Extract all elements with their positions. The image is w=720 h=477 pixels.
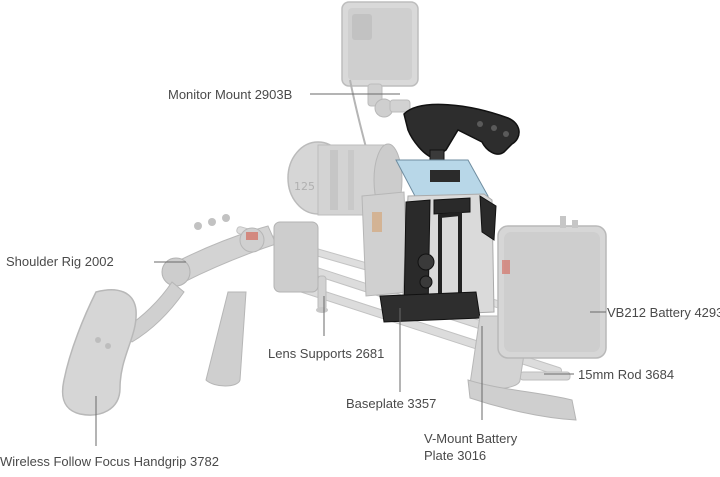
battery-graphic <box>497 216 607 359</box>
lens-marking: 125 <box>294 180 315 193</box>
handgrip-graphic <box>61 289 137 416</box>
leader-lines <box>95 93 606 446</box>
lens-side-plate-graphic <box>361 191 409 297</box>
monitor-graphic <box>341 1 419 118</box>
rig-handle-graphic <box>205 291 247 387</box>
label-vb212-battery: VB212 Battery 4293 <box>607 305 720 320</box>
label-shoulder-rig: Shoulder Rig 2002 <box>6 254 114 269</box>
label-baseplate: Baseplate 3357 <box>346 396 437 411</box>
label-handgrip: Wireless Follow Focus Handgrip 3782 <box>0 454 219 469</box>
label-lens-supports: Lens Supports 2681 <box>268 346 385 361</box>
shoulder-rig-graphic <box>121 214 277 343</box>
label-rod: 15mm Rod 3684 <box>578 367 675 382</box>
label-vmount-plate: V-Mount Battery Plate 3016 <box>424 430 517 464</box>
label-monitor-mount: Monitor Mount 2903B <box>168 87 293 102</box>
camera-cage-graphic <box>379 103 520 323</box>
label-vmount-line2: Plate 3016 <box>424 448 487 463</box>
lens-motor-graphic <box>273 221 319 293</box>
label-vmount-line1: V-Mount Battery <box>424 431 518 446</box>
